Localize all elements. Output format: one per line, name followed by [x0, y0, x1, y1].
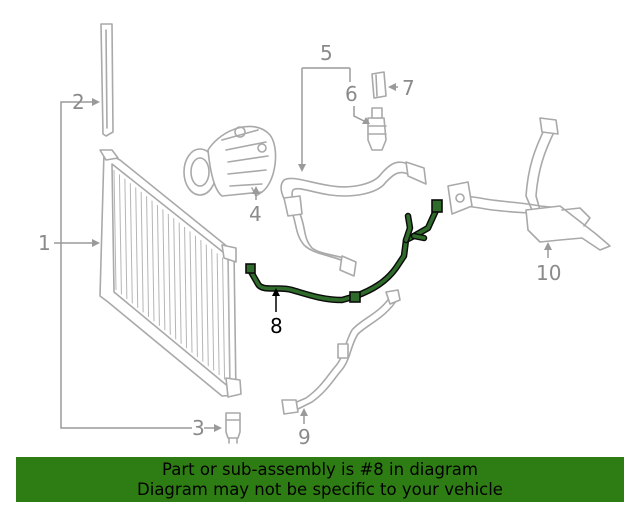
banner-line-1: Part or sub-assembly is #8 in diagram [162, 460, 478, 479]
callout-7: 7 [402, 76, 415, 100]
condenser-fin [113, 169, 117, 291]
banner-line-2: Diagram may not be specific to your vehi… [137, 480, 503, 499]
condenser-fin [173, 218, 177, 340]
callout-9: 9 [298, 425, 311, 449]
condenser-fin [124, 178, 128, 299]
condenser-fin [118, 174, 122, 295]
condenser-fin [129, 183, 133, 304]
condenser-fin [216, 253, 220, 376]
condenser-fin [140, 191, 144, 313]
callout-1: 1 [38, 231, 51, 255]
condenser-fin [200, 240, 204, 362]
callout-10: 10 [536, 261, 561, 285]
condenser-fin [162, 209, 166, 331]
callout-6: 6 [345, 82, 358, 106]
part-10-hose [447, 117, 611, 251]
leader-lines [54, 67, 552, 432]
callout-2: 2 [72, 90, 85, 114]
condenser-fin [146, 196, 150, 317]
condenser-fin [167, 213, 171, 335]
condenser-fin [211, 248, 215, 371]
part-9-hose [281, 289, 401, 415]
part-5-hose [280, 161, 427, 277]
info-banner: Part or sub-assembly is #8 in diagram Di… [16, 457, 624, 502]
condenser-fin [189, 231, 193, 353]
condenser-fin [184, 226, 188, 349]
callout-8-highlighted: 8 [270, 314, 283, 338]
part-8-refrigerant-line [245, 199, 443, 304]
callout-5: 5 [320, 41, 333, 65]
part-7-cap [371, 71, 387, 99]
part-3-pressure-switch [225, 412, 241, 444]
callout-4: 4 [249, 202, 262, 226]
part-4-compressor [183, 125, 277, 197]
parts-diagram: 2 1 3 4 5 6 7 8 9 10 [38, 23, 611, 449]
condenser-fin [178, 222, 182, 344]
part-1-condenser [99, 149, 242, 398]
condenser-fin [135, 187, 139, 308]
part-6-valve [367, 107, 387, 151]
condenser-fin [194, 235, 198, 358]
condenser-fin [222, 257, 226, 380]
callout-3: 3 [192, 416, 205, 440]
part-2-bracket [100, 23, 114, 137]
condenser-fin [156, 205, 160, 326]
condenser-fin [227, 261, 231, 385]
condenser-fin [151, 200, 155, 322]
condenser-fin [205, 244, 209, 367]
